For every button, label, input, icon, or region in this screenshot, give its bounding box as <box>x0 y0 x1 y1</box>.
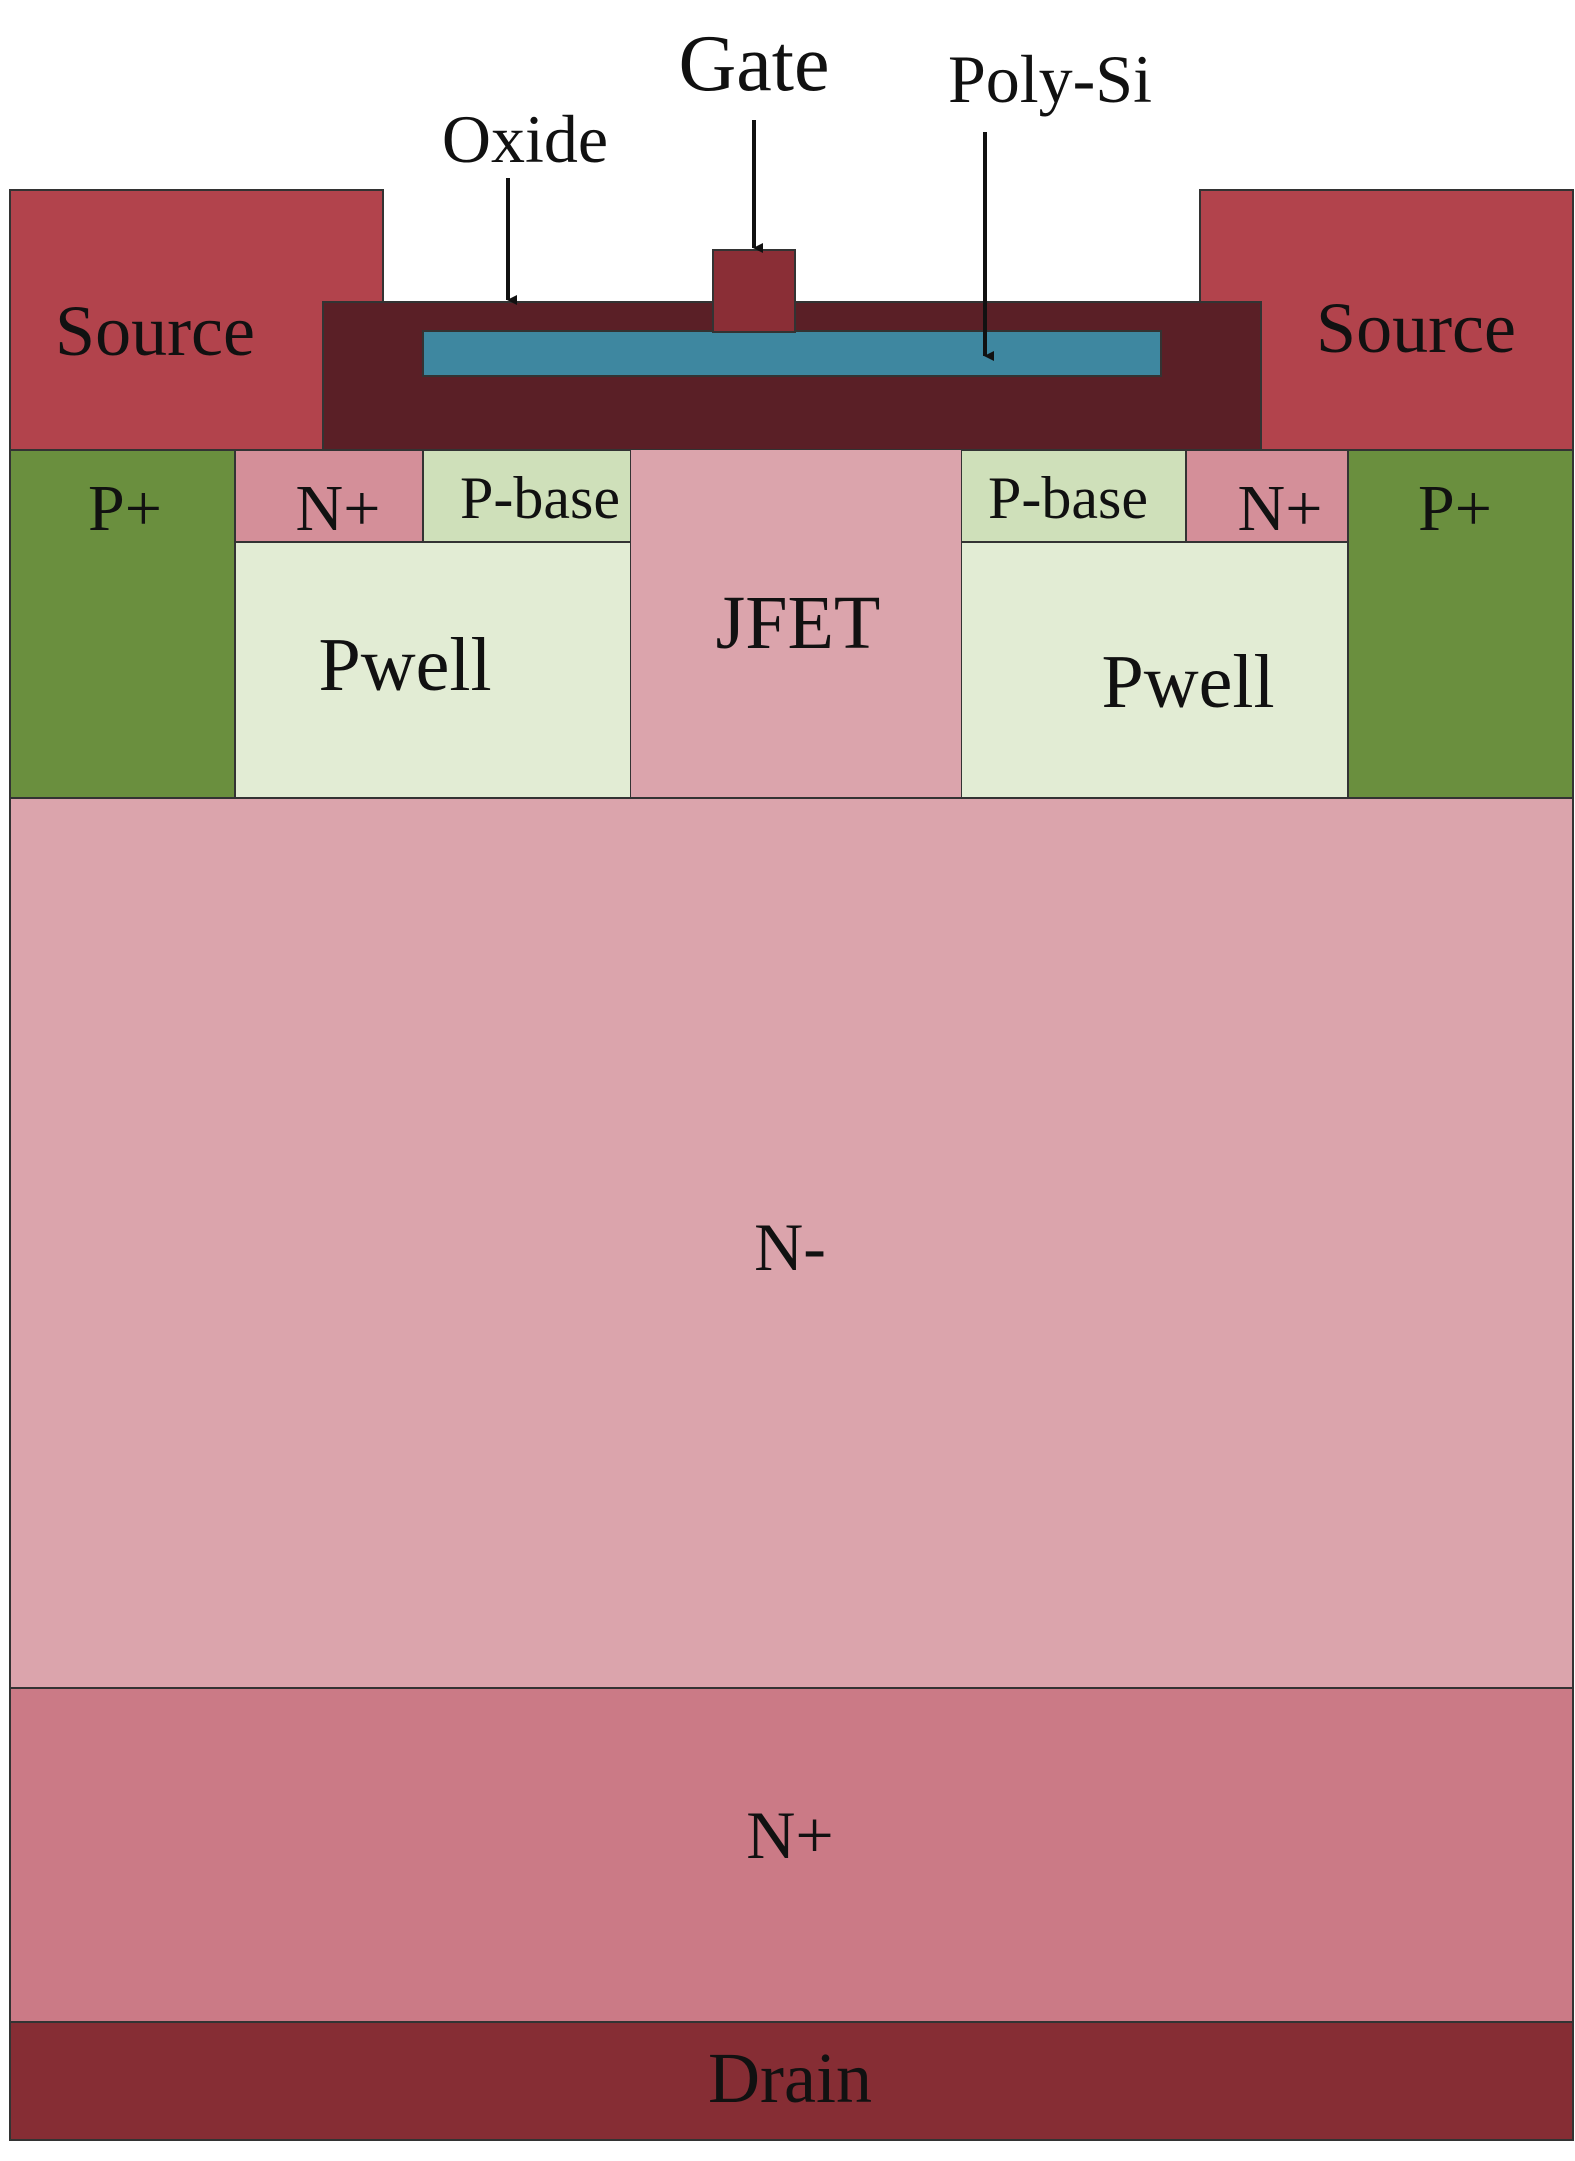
n-plus-right-label: N+ <box>1238 472 1323 545</box>
p-plus-left-label: P+ <box>88 472 162 545</box>
pwell-right-label: Pwell <box>1101 640 1274 724</box>
n-plus-substrate-label: N+ <box>746 1797 833 1873</box>
oxide-label: Oxide <box>442 101 608 177</box>
source-left-region <box>9 189 384 451</box>
jfet-region <box>631 450 961 798</box>
source-right-region <box>1199 189 1574 451</box>
drain-label: Drain <box>708 2038 872 2118</box>
p-plus-left-region <box>9 449 236 799</box>
jfet-label: JFET <box>716 581 881 665</box>
drain-region <box>9 2021 1574 2141</box>
pwell-right-region <box>960 541 1349 799</box>
gate-label: Gate <box>678 20 829 108</box>
p-base-left-region <box>422 449 632 543</box>
pwell-left-label: Pwell <box>318 623 491 707</box>
poly-si-layer <box>422 330 1162 377</box>
p-plus-right-region <box>1347 449 1574 799</box>
p-plus-right-label: P+ <box>1418 472 1492 545</box>
pwell-left-region <box>234 541 632 799</box>
n-plus-left-region <box>234 449 424 543</box>
source-right-label: Source <box>1316 288 1516 368</box>
n-minus-label: N- <box>754 1209 826 1285</box>
p-base-left-label: P-base <box>460 465 620 531</box>
gate-contact <box>712 249 796 333</box>
n-minus-drift-region <box>9 797 1574 1689</box>
p-base-right-label: P-base <box>988 465 1148 531</box>
n-plus-left-label: N+ <box>296 472 381 545</box>
source-left-label: Source <box>55 291 255 371</box>
n-plus-substrate-region <box>9 1687 1574 2023</box>
poly-si-label: Poly-Si <box>948 41 1152 117</box>
